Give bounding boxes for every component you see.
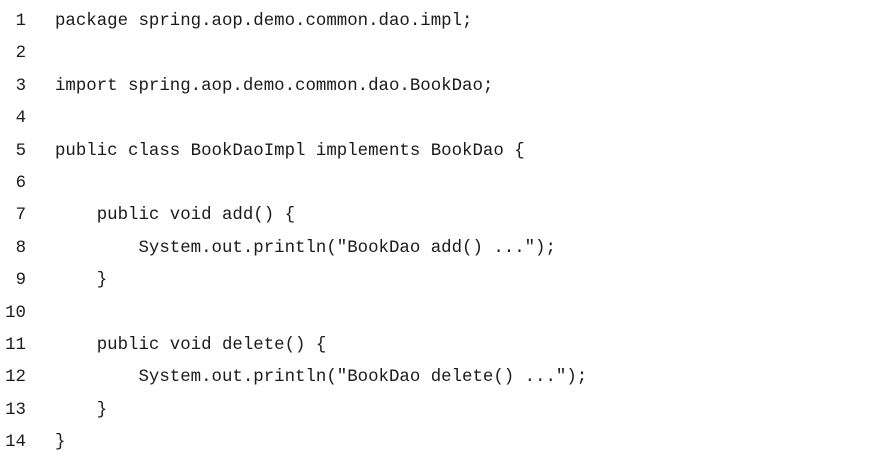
line-number: 1 [15,12,26,31]
code-text: package spring.aop.demo.common.dao.impl; [55,12,473,31]
code-text: System.out.println("BookDao delete() ...… [55,368,588,388]
code-line-row: 2 [0,38,887,70]
line-number: 6 [15,173,26,193]
code-text: public void delete() { [55,335,327,355]
line-number: 14 [5,433,26,453]
code-line-row: 1 package spring.aop.demo.common.dao.impl… [0,6,887,38]
line-number: 7 [15,206,26,226]
code-line-row: 14} [0,427,887,459]
code-text: public class BookDaoImpl implements Book… [55,141,525,161]
line-number: 9 [15,271,26,291]
line-number: 8 [15,238,26,258]
line-number: 13 [5,400,26,420]
code-text: System.out.println("BookDao add() ..."); [55,238,556,258]
line-number: 2 [15,44,26,64]
code-line-row: 6 [0,168,887,200]
line-number: 12 [5,368,26,388]
code-line-row: 7 public void add() { [0,200,887,232]
line-number: 4 [15,109,26,129]
code-text: public void add() { [55,206,296,226]
code-line-row: 13 } [0,395,887,427]
code-line-row: 5 public class BookDaoImpl implements Boo… [0,136,887,168]
code-line-row: 8 System.out.println("BookDao add() ..."… [0,233,887,265]
code-text: import spring.aop.demo.common.dao.BookDa… [55,76,494,96]
code-line-row: 12 System.out.println("BookDao delete() … [0,362,887,394]
line-number: 11 [5,335,26,355]
line-number: 3 [15,76,26,96]
code-line-row: 9 } [0,265,887,297]
code-line-row: 3 import spring.aop.demo.common.dao.BookD… [0,71,887,103]
line-number: 10 [5,303,26,323]
code-line-row: 11 public void delete() { [0,330,887,362]
code-line-row: 10 [0,298,887,330]
code-line-row: 4 [0,103,887,135]
code-text: } [55,271,108,291]
code-text: } [55,400,108,420]
code-text: } [55,433,66,453]
line-number: 5 [15,141,26,161]
